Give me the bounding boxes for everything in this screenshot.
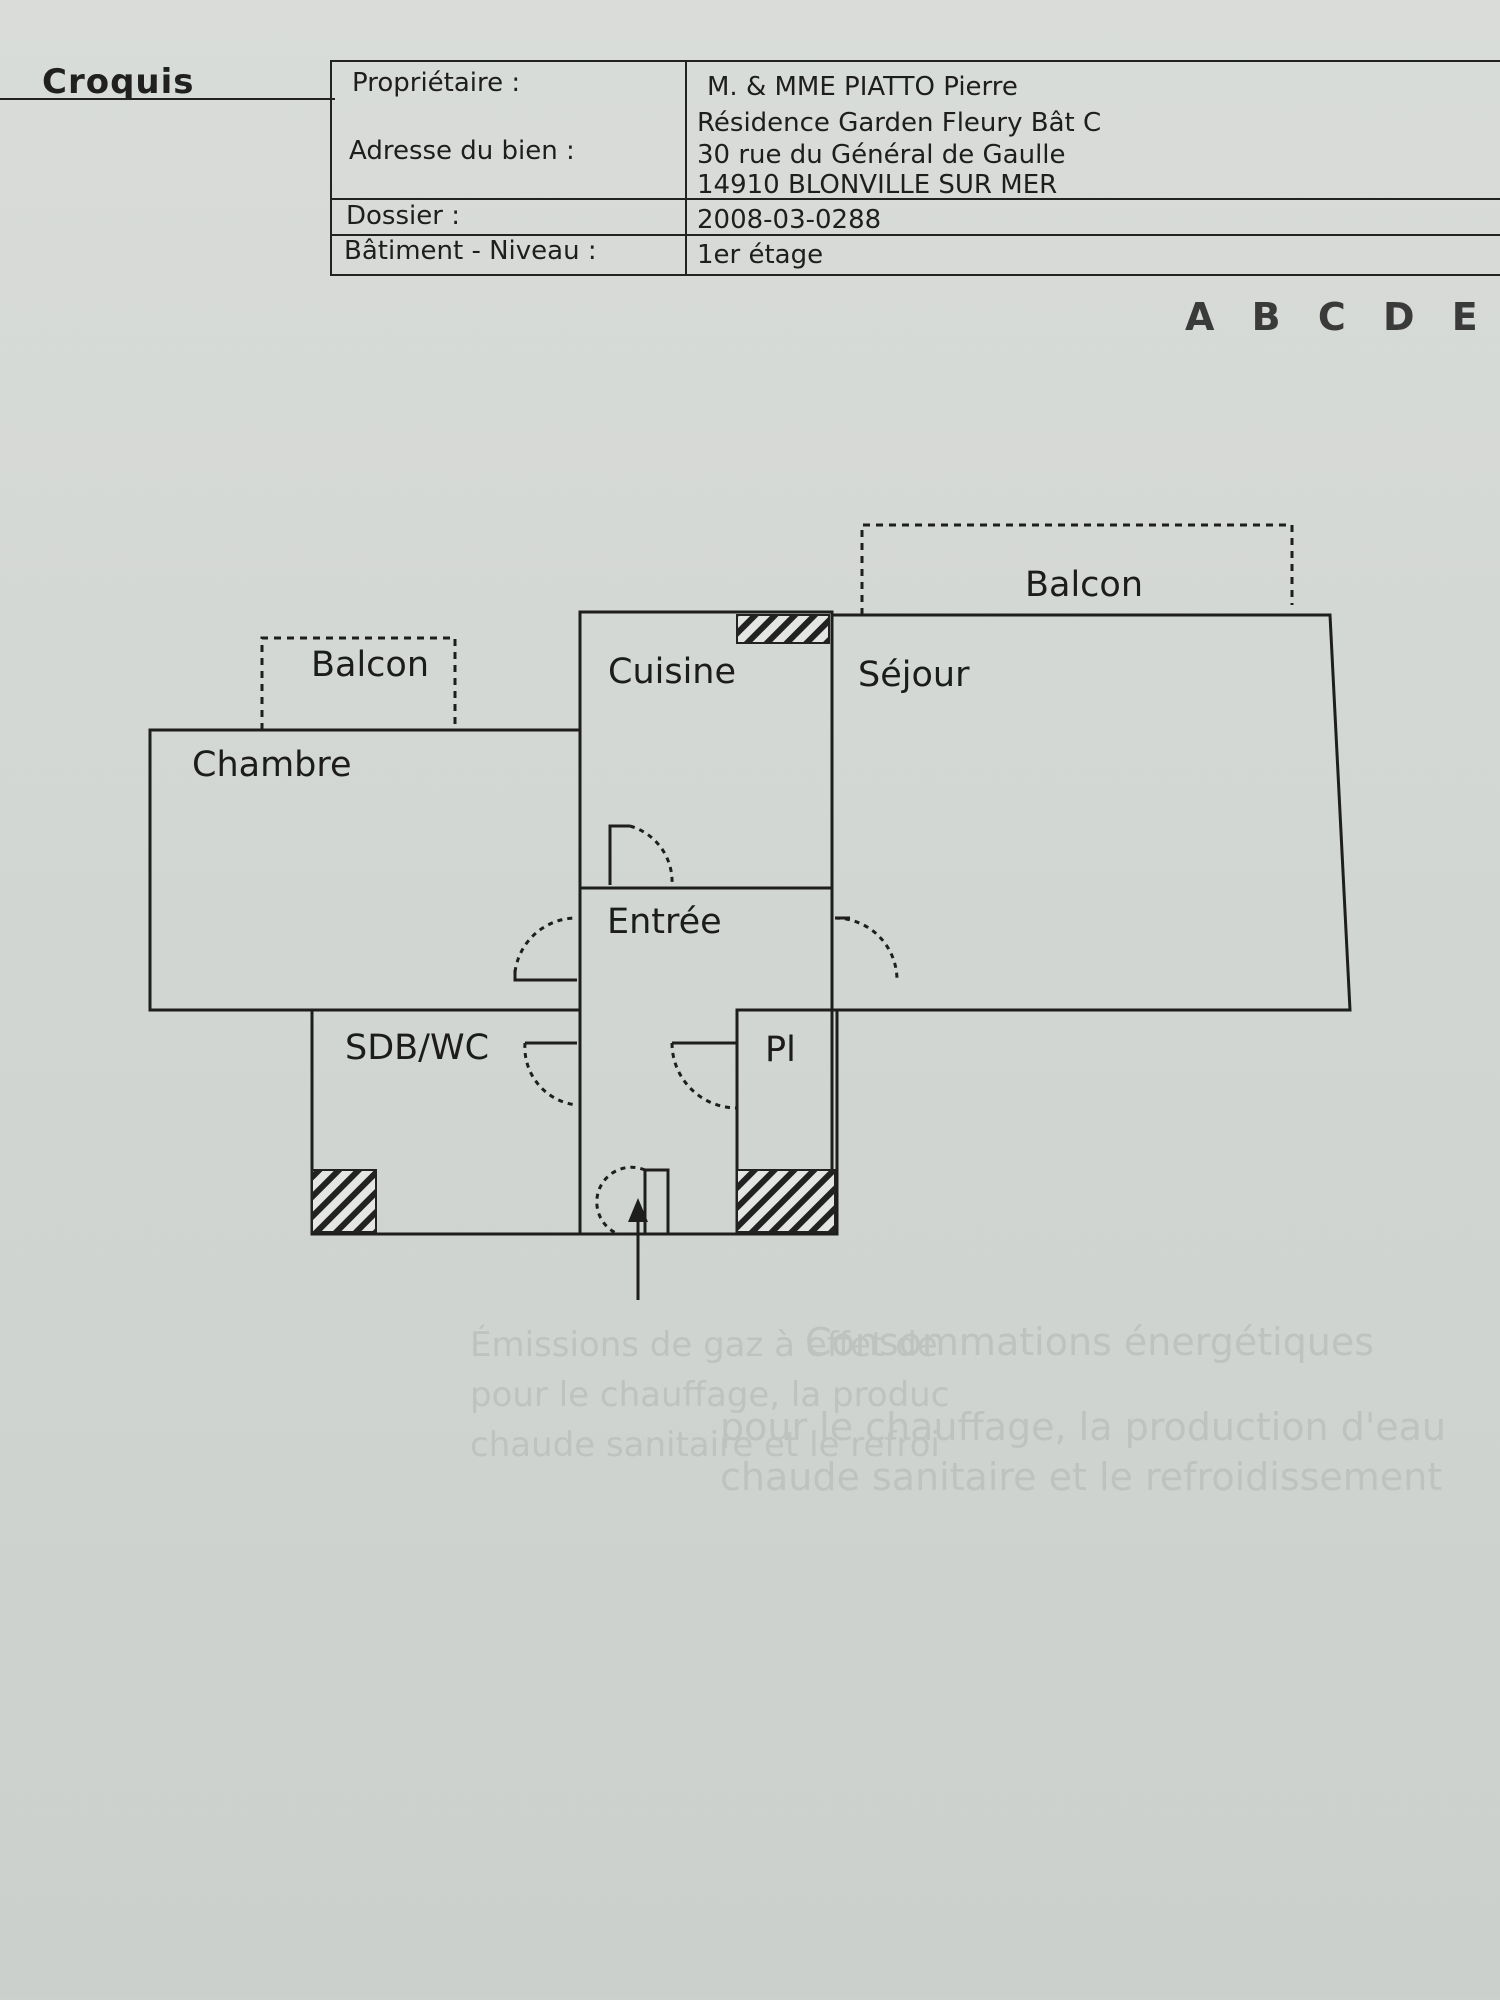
energy-class-scale: A B C D E F [1185, 295, 1500, 339]
bleed-through-text: pour le chauffage, la production d'eau [720, 1405, 1447, 1449]
door-swing [523, 1042, 578, 1107]
hatched-duct [311, 1169, 377, 1233]
address-line: Résidence Garden Fleury Bât C [697, 108, 1102, 138]
dossier-label: Dossier : [346, 201, 460, 231]
address-line: 14910 BLONVILLE SUR MER [697, 170, 1058, 200]
door-swing [834, 916, 899, 981]
property-info-table: Propriétaire : M. & MME PIATTO Pierre Ad… [330, 60, 1500, 276]
title-rule [0, 98, 335, 100]
room-sdb-outline [310, 1008, 582, 1236]
bleed-through-text: pour le chauffage, la produc [470, 1375, 950, 1415]
bleed-through-text: chaude sanitaire et le refroi [470, 1425, 940, 1465]
door-swing [629, 824, 674, 886]
room-label-cuisine: Cuisine [608, 652, 737, 692]
room-label-sdb: SDB/WC [345, 1028, 490, 1068]
dossier-value: 2008-03-0288 [697, 205, 882, 235]
balcony-outline [860, 523, 1294, 615]
address-line: 30 rue du Général de Gaulle [697, 140, 1066, 170]
door-swing [513, 916, 578, 973]
level-value: 1er étage [697, 240, 824, 270]
table-divider [685, 62, 687, 274]
owner-label: Propriétaire : [352, 68, 521, 98]
door-swing [595, 1165, 646, 1236]
room-label-chambre: Chambre [192, 745, 352, 785]
hatched-duct [736, 614, 830, 644]
room-label-entree: Entrée [607, 902, 722, 942]
room-label-balcon: Balcon [311, 645, 430, 685]
bleed-through-text: chaude sanitaire et le refroidissement [720, 1455, 1443, 1499]
room-label-placard: Pl [765, 1030, 796, 1070]
address-label: Adresse du bien : [349, 136, 575, 166]
room-sejour-outline [830, 613, 1352, 1012]
bleed-through-text: Émissions de gaz à effet de [470, 1325, 938, 1365]
bleed-through-text: Consommations énergétiques [805, 1320, 1375, 1364]
entry-door [643, 1168, 670, 1234]
door-swing [608, 824, 630, 885]
room-label-sejour: Séjour [858, 655, 970, 695]
owner-value: M. & MME PIATTO Pierre [707, 72, 1018, 102]
balcony-outline [260, 636, 457, 730]
room-placard-outline [735, 1008, 839, 1236]
door-swing [670, 1042, 738, 1110]
entrance-arrow-head [628, 1198, 648, 1222]
page-title: Croquis [42, 62, 195, 102]
door-swing [513, 970, 577, 982]
room-label-balcon: Balcon [1025, 565, 1144, 605]
table-divider [332, 198, 1500, 200]
table-divider [332, 234, 1500, 236]
level-label: Bâtiment - Niveau : [344, 236, 597, 266]
hatched-duct [736, 1169, 836, 1233]
